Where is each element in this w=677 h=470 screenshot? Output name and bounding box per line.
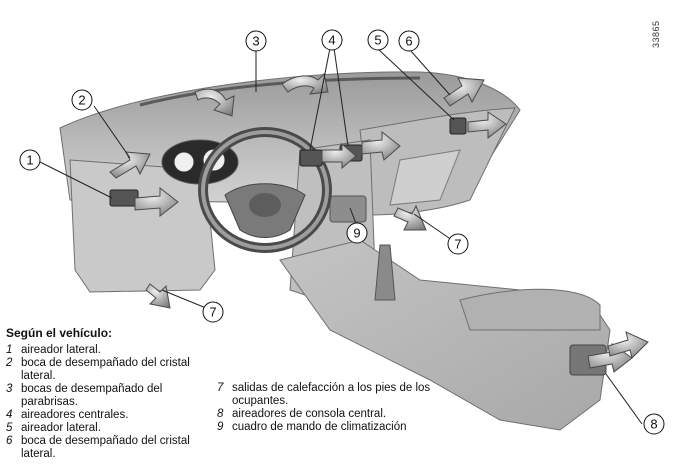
leader-line-6	[409, 49, 451, 96]
leader-line-4b	[333, 47, 349, 147]
legend-item-text: aireador lateral.	[21, 344, 101, 356]
windshield-defrost-strip	[139, 76, 421, 107]
airflow-arrow	[393, 204, 427, 231]
callout-7-left: 7	[209, 305, 216, 320]
leader-line-7a	[413, 213, 453, 241]
leader-line-4	[309, 47, 331, 151]
legend-item-number: 3	[6, 383, 13, 395]
central-vent-left	[299, 149, 323, 167]
leader-line-1	[39, 161, 113, 199]
leader-line-5	[377, 48, 455, 121]
legend-item-text: boca de desempañado del cristal lateral.	[21, 357, 190, 382]
callout-1: 1	[26, 153, 33, 168]
airflow-arrow	[109, 151, 151, 179]
leader-line-8	[605, 373, 643, 425]
side-vent-left	[109, 189, 139, 207]
legend-item-text: aireadores de consola central.	[232, 408, 387, 420]
legend-title: Según el vehículo:	[6, 326, 113, 340]
legend-item-text: cuadro de mando de climatización	[232, 421, 407, 433]
legend-item: 6 boca de desempañado del cristal lateral…	[6, 435, 221, 461]
legend-item-number: 7	[217, 382, 224, 394]
airflow-arrow	[361, 130, 401, 161]
callout-7-right: 7	[454, 237, 461, 252]
legend-item-number: 5	[6, 422, 13, 434]
legend-item-number: 1	[6, 344, 13, 356]
legend-item-number: 4	[6, 409, 13, 421]
legend-item: 3 bocas de desempañado del parabrisas.	[6, 383, 221, 409]
leader-line-7b	[161, 289, 207, 309]
legend-item-number: 2	[6, 357, 13, 369]
airflow-arrow	[443, 77, 485, 107]
callout-2: 2	[78, 93, 85, 108]
airflow-arrow	[134, 186, 179, 218]
gear-lever	[374, 244, 396, 301]
callout-9: 9	[353, 226, 360, 241]
airflow-arrow	[281, 73, 329, 95]
legend-item-number: 9	[217, 421, 224, 433]
callout-8: 8	[650, 417, 657, 432]
leader-line-2	[93, 105, 131, 159]
airflow-arrow	[194, 88, 235, 117]
armrest	[459, 288, 601, 331]
airflow-arrow	[321, 142, 357, 170]
climate-control-panel	[329, 195, 367, 223]
legend-list-right: 7 salidas de calefacción a los pies de lo…	[217, 382, 437, 434]
figure-code: 33865	[651, 20, 661, 48]
callout-6: 6	[405, 34, 412, 49]
legend-item: 9 cuadro de mando de climatización	[217, 421, 437, 434]
glovebox	[389, 149, 461, 206]
side-vent-right	[449, 117, 467, 135]
callout-3: 3	[252, 34, 259, 49]
callout-5: 5	[374, 33, 381, 48]
legend-item-number: 6	[6, 435, 13, 447]
airflow-arrow	[467, 111, 507, 140]
callout-4: 4	[328, 33, 335, 48]
legend-list-left: 1 aireador lateral. 2 boca de desempañado …	[6, 344, 221, 461]
legend-item-text: bocas de desempañado del parabrisas.	[21, 383, 163, 408]
legend-item-text: boca de desempañado del cristal lateral.	[21, 435, 190, 460]
legend-item: 1 aireador lateral.	[6, 344, 221, 357]
legend-item-number: 8	[217, 408, 224, 420]
steering-wheel	[198, 127, 332, 253]
legend-item-text: salidas de calefacción a los pies de los…	[232, 382, 431, 407]
legend-item: 5 aireador lateral.	[6, 422, 221, 435]
airflow-arrow	[607, 331, 649, 359]
legend-item-text: aireadores centrales.	[21, 409, 129, 421]
legend-item: 2 boca de desempañado del cristal lateral…	[6, 357, 221, 383]
legend-item: 8 aireadores de consola central.	[217, 408, 437, 421]
legend-item: 7 salidas de calefacción a los pies de lo…	[217, 382, 437, 408]
airflow-arrow	[145, 283, 171, 309]
legend-item: 4 aireadores centrales.	[6, 409, 221, 422]
legend-item-text: aireador lateral.	[21, 422, 101, 434]
